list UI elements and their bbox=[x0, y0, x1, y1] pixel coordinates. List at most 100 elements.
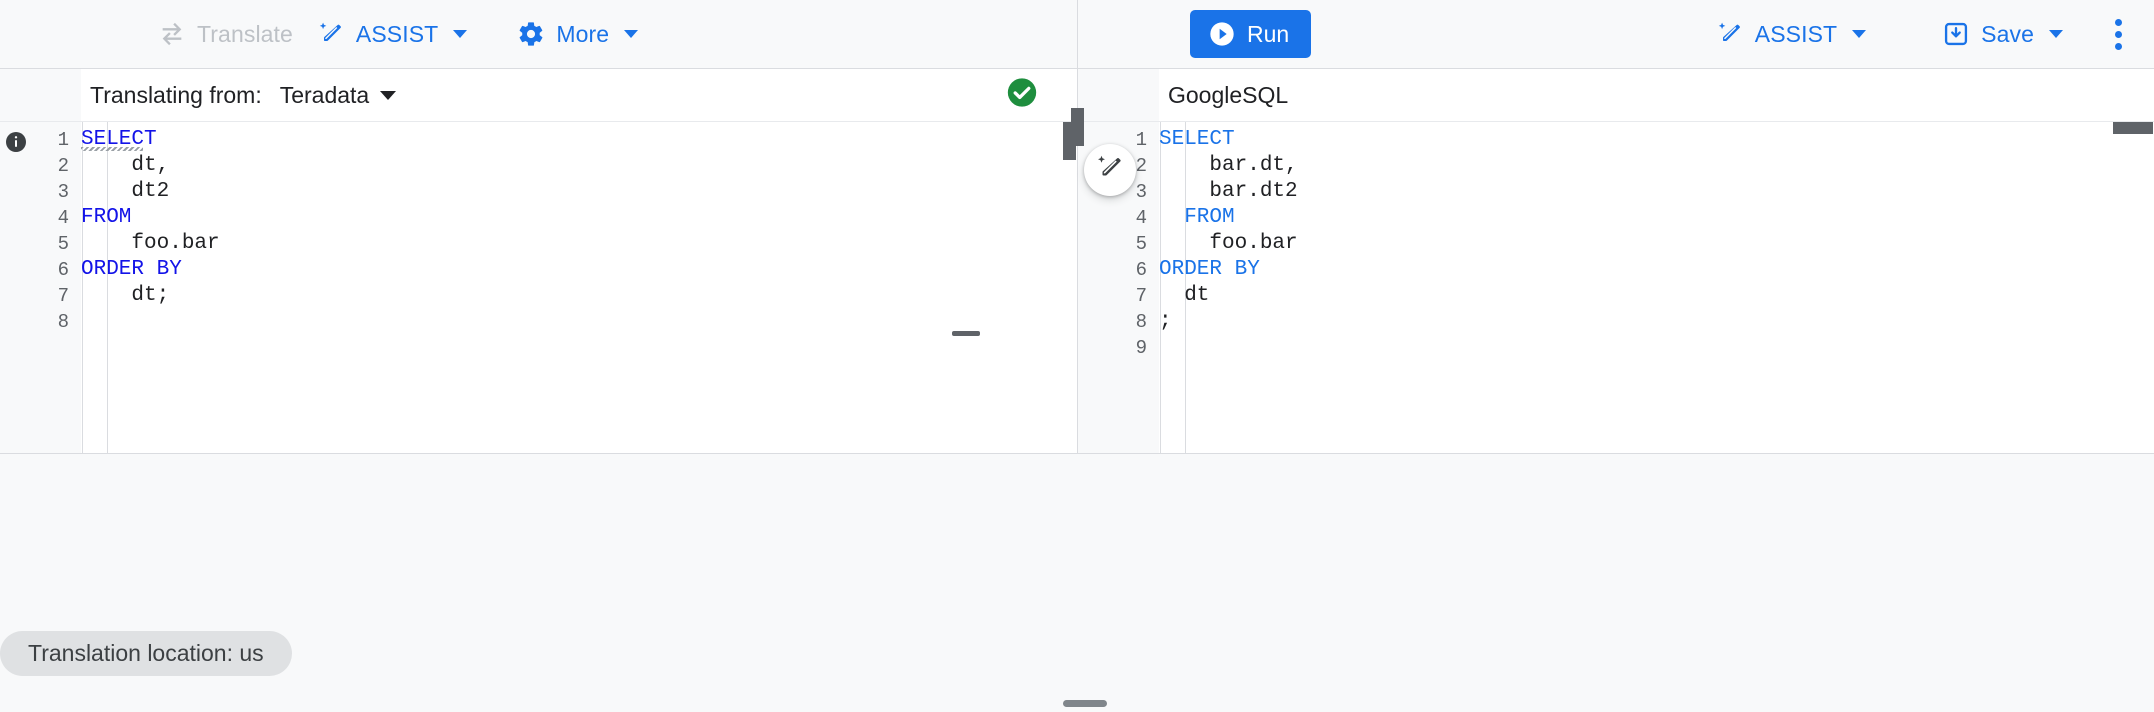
line-number: 8 bbox=[1135, 311, 1147, 333]
code-line[interactable]: dt, bbox=[81, 153, 1077, 179]
translation-location-label: Translation location: us bbox=[28, 640, 264, 666]
line-number: 4 bbox=[1135, 207, 1147, 229]
assist-button-left[interactable]: ASSIST bbox=[305, 10, 479, 58]
line-number: 1 bbox=[1135, 129, 1147, 151]
code-line[interactable]: ORDER BY bbox=[81, 257, 1077, 283]
target-dialect-label: GoogleSQL bbox=[1168, 81, 1289, 108]
code-text: ; bbox=[1159, 310, 1172, 333]
source-horizontal-scrollbar[interactable] bbox=[952, 331, 980, 336]
magic-wand-icon bbox=[1716, 20, 1744, 48]
line-number: 7 bbox=[57, 285, 69, 307]
line-number: 3 bbox=[1135, 181, 1147, 203]
code-line[interactable]: bar.dt, bbox=[1159, 153, 2154, 179]
line-number: 5 bbox=[1135, 233, 1147, 255]
code-text: foo.bar bbox=[81, 232, 220, 255]
magic-wand-icon bbox=[1095, 153, 1125, 188]
toolbar-left-group: Translate ASSIST More bbox=[0, 0, 1078, 68]
save-icon bbox=[1942, 20, 1970, 48]
toolbar-right-group: Run ASSIST bbox=[1078, 0, 2154, 68]
pane-splitter[interactable] bbox=[1071, 69, 1084, 453]
code-line[interactable]: dt bbox=[1159, 283, 2154, 309]
code-line[interactable]: FROM bbox=[1159, 205, 2154, 231]
code-text: dt, bbox=[81, 154, 170, 177]
sql-keyword: ORDER BY bbox=[81, 258, 182, 281]
top-toolbar: Translate ASSIST More bbox=[0, 0, 2154, 69]
translate-swap-icon bbox=[158, 20, 186, 48]
editor-panes: Translating from: Teradata bbox=[0, 69, 2154, 453]
error-squiggle bbox=[81, 147, 143, 151]
info-icon[interactable] bbox=[4, 130, 28, 159]
translate-button[interactable]: Translate bbox=[146, 10, 305, 58]
chevron-down-icon bbox=[380, 90, 397, 100]
chevron-down-icon bbox=[2049, 30, 2063, 38]
run-button-label: Run bbox=[1247, 20, 1290, 47]
gear-icon bbox=[517, 20, 545, 48]
line-number: 8 bbox=[57, 311, 69, 333]
translating-from-label: Translating from: bbox=[90, 81, 262, 108]
line-number: 6 bbox=[1135, 259, 1147, 281]
code-line[interactable]: dt; bbox=[81, 283, 1077, 309]
assist-button-right-label: ASSIST bbox=[1754, 20, 1838, 47]
line-number: 4 bbox=[57, 207, 69, 229]
source-dialect-value: Teradata bbox=[279, 81, 370, 108]
code-line[interactable]: ORDER BY bbox=[1159, 257, 2154, 283]
assist-button-left-label: ASSIST bbox=[355, 20, 439, 47]
code-line[interactable]: foo.bar bbox=[1159, 231, 2154, 257]
check-circle-icon bbox=[1005, 76, 1039, 115]
sql-keyword: SELECT bbox=[81, 128, 157, 151]
header-gutter-spacer bbox=[1078, 69, 1159, 121]
line-number: 1 bbox=[57, 129, 69, 151]
chevron-down-icon bbox=[624, 30, 639, 38]
code-text: foo.bar bbox=[1159, 232, 1298, 255]
sql-keyword: SELECT bbox=[1159, 128, 1235, 151]
code-text: dt; bbox=[81, 284, 170, 307]
code-line[interactable]: dt2 bbox=[81, 179, 1077, 205]
line-number: 3 bbox=[57, 181, 69, 203]
target-pane-header: GoogleSQL bbox=[1078, 69, 2154, 122]
translate-button-label: Translate bbox=[197, 20, 293, 47]
source-pane: Translating from: Teradata bbox=[0, 69, 1078, 453]
save-button[interactable]: Save bbox=[1930, 10, 2075, 58]
run-button[interactable]: Run bbox=[1190, 10, 1312, 58]
more-button-label: More bbox=[556, 20, 610, 47]
source-dialect-select[interactable]: Teradata bbox=[280, 82, 397, 109]
code-line[interactable] bbox=[1159, 335, 2154, 361]
play-circle-icon bbox=[1208, 20, 1236, 48]
code-text: bar.dt, bbox=[1159, 154, 1298, 177]
code-text: dt bbox=[1159, 284, 1210, 307]
target-vertical-scrollbar[interactable] bbox=[2113, 122, 2153, 134]
source-pane-header: Translating from: Teradata bbox=[0, 69, 1077, 122]
code-line[interactable]: SELECT bbox=[1159, 127, 2154, 153]
sql-keyword: FROM bbox=[1159, 206, 1235, 229]
kebab-menu-icon[interactable] bbox=[2105, 9, 2132, 60]
line-number: 7 bbox=[1135, 285, 1147, 307]
chevron-down-icon bbox=[453, 30, 468, 38]
magic-wand-icon bbox=[317, 20, 345, 48]
footer-area bbox=[0, 453, 2154, 712]
chevron-down-icon bbox=[1852, 30, 1867, 38]
code-line[interactable]: SELECT bbox=[81, 127, 1077, 153]
code-line[interactable] bbox=[81, 309, 1077, 335]
assist-fab-button[interactable] bbox=[1084, 144, 1136, 196]
resize-handle-icon[interactable] bbox=[1063, 700, 1107, 707]
code-line[interactable]: FROM bbox=[81, 205, 1077, 231]
code-text: bar.dt2 bbox=[1159, 180, 1298, 203]
line-number: 9 bbox=[1135, 337, 1147, 359]
code-line[interactable]: ; bbox=[1159, 309, 2154, 335]
header-gutter-spacer bbox=[0, 69, 81, 121]
sql-keyword: ORDER BY bbox=[1159, 258, 1260, 281]
line-number: 5 bbox=[57, 233, 69, 255]
more-button[interactable]: More bbox=[505, 10, 650, 58]
code-line[interactable]: bar.dt2 bbox=[1159, 179, 2154, 205]
splitter-handle[interactable] bbox=[1071, 108, 1084, 146]
assist-button-right[interactable]: ASSIST bbox=[1704, 10, 1878, 58]
sql-keyword: FROM bbox=[81, 206, 132, 229]
save-button-label: Save bbox=[1981, 20, 2034, 47]
code-line[interactable]: foo.bar bbox=[81, 231, 1077, 257]
